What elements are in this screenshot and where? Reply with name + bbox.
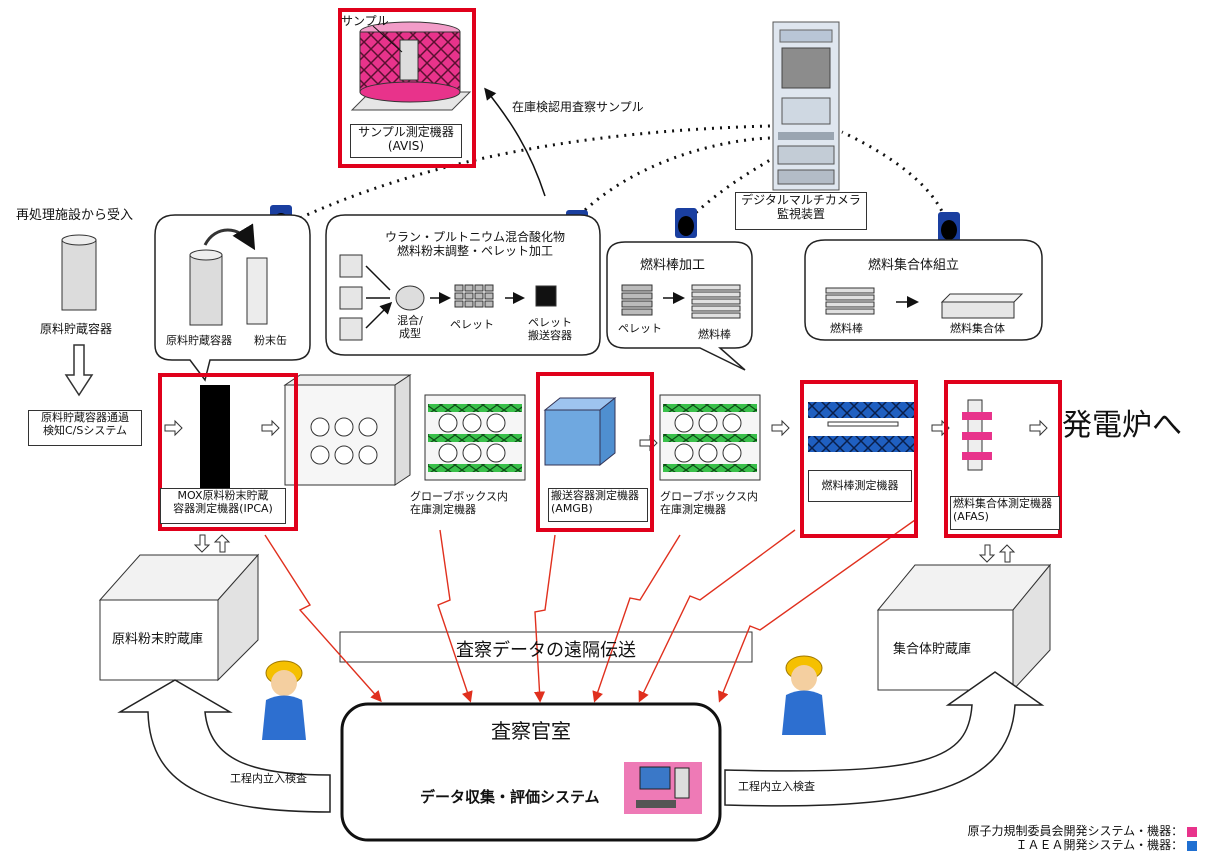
transmission-bar xyxy=(339,631,753,663)
receive-label: 再処理施設から受入 xyxy=(16,208,134,223)
amgb-label-line2: (AMGB) xyxy=(551,502,593,516)
remote-transmission-label: 査察データの遠隔伝送 xyxy=(456,640,636,661)
ipca-label-line1: MOX原料粉末貯蔵 xyxy=(177,489,269,502)
legend-nra-row: 原子力規制委員会開発システム・機器： xyxy=(968,824,1197,838)
ipca-label-box: MOX原料粉末貯蔵 容器測定機器(IPCA) xyxy=(160,488,286,524)
b2-carrier-line2: 搬送容器 xyxy=(528,329,572,343)
amgb-label-line1: 搬送容器測定機器 xyxy=(551,489,639,502)
amgb-highlight xyxy=(536,372,654,532)
ipca-label-line2: 容器測定機器(IPCA) xyxy=(173,502,273,516)
room-title: 査察官室 xyxy=(491,719,571,743)
rod-highlight xyxy=(800,380,918,538)
b2-mix-line2: 成型 xyxy=(399,327,421,341)
camera-label-line1: デジタルマルチカメラ xyxy=(741,193,861,207)
bubble3-graphics xyxy=(621,284,741,319)
amgb-label-box: 搬送容器測定機器 (AMGB) xyxy=(548,488,648,522)
b1-can-label: 粉末缶 xyxy=(254,334,287,347)
b3-title: 燃料棒加工 xyxy=(640,258,706,273)
inspection-right-label: 工程内立入検査 xyxy=(738,780,815,793)
container-label: 原料貯蔵容器 xyxy=(40,322,113,336)
transit-label-line2: 検知C/Sシステム xyxy=(42,424,128,438)
b4-title: 燃料集合体組立 xyxy=(868,258,960,273)
b2-mix-label: 混合/ 成型 xyxy=(390,314,430,340)
afas-label-box: 燃料集合体測定機器 (AFAS) xyxy=(950,496,1060,530)
sample-flow-label: 在庫検認用査察サンプル xyxy=(512,100,644,114)
b2-mix-line1: 混合/ xyxy=(397,314,423,327)
bubble4-graphics xyxy=(825,287,1024,319)
camera-label-box: デジタルマルチカメラ 監視装置 xyxy=(735,192,867,230)
afas-highlight xyxy=(944,380,1062,538)
left-column-graphics xyxy=(61,234,97,397)
powder-storage-label: 原料粉末貯蔵庫 xyxy=(112,632,204,647)
computer-icon xyxy=(624,762,702,814)
b1-container-label: 原料貯蔵容器 xyxy=(166,334,232,347)
reactor-label: 発電炉へ xyxy=(1062,408,1182,443)
b2-carrier-line1: ペレット xyxy=(528,316,572,329)
assembly-storage-label: 集合体貯蔵庫 xyxy=(893,642,972,657)
sample-label: サンプル xyxy=(341,14,389,28)
storage-blocks xyxy=(98,553,1052,692)
room-system-label: データ収集・評価システム xyxy=(420,788,600,806)
inspection-loops xyxy=(117,671,1045,813)
afas-label-line2: (AFAS) xyxy=(953,510,989,524)
avis-label-line1: サンプル測定機器 xyxy=(358,125,454,139)
legend-iaea-row: ＩＡＥＡ開発システム・機器： xyxy=(968,838,1197,852)
avis-highlight xyxy=(338,8,476,168)
transit-label-line1: 原料貯蔵容器通過 xyxy=(41,411,129,424)
avis-label-line2: (AVIS) xyxy=(387,139,425,154)
b2-title-line1: ウラン・プルトニウム混合酸化物 xyxy=(384,230,565,244)
b2-pellet-label: ペレット xyxy=(450,318,494,331)
gb2-label: グローブボックス内 在庫測定機器 xyxy=(660,490,758,516)
gb1-label-line1: グローブボックス内 xyxy=(410,490,509,503)
legend-iaea-label: ＩＡＥＡ開発システム・機器： xyxy=(1015,838,1184,853)
b2-title: ウラン・プルトニウム混合酸化物 燃料粉末調整・ペレット加工 xyxy=(380,230,570,259)
signal-lines xyxy=(264,519,916,703)
gb2-label-line2: 在庫測定機器 xyxy=(660,503,726,517)
legend: 原子力規制委員会開発システム・機器： ＩＡＥＡ開発システム・機器： xyxy=(968,824,1197,853)
b2-carrier-label: ペレット 搬送容器 xyxy=(520,316,580,342)
b4-rod-label: 燃料棒 xyxy=(830,322,863,335)
glovebox-ports xyxy=(310,413,742,465)
process-stations xyxy=(200,374,992,505)
gb2-label-line1: グローブボックス内 xyxy=(660,490,759,503)
legend-iaea-swatch xyxy=(1187,840,1197,851)
b3-rod-label: 燃料棒 xyxy=(698,328,731,341)
bubble1-graphics xyxy=(189,223,268,326)
camera-rack xyxy=(772,21,840,191)
bubble2-graphics xyxy=(339,254,557,341)
gb1-label: グローブボックス内 在庫測定機器 xyxy=(410,490,508,516)
rod-label: 燃料棒測定機器 xyxy=(821,479,899,492)
legend-nra-label: 原子力規制委員会開発システム・機器： xyxy=(967,824,1184,838)
bubble-arrows xyxy=(430,292,919,308)
inspector-figures xyxy=(262,655,826,740)
rod-label-box: 燃料棒測定機器 xyxy=(808,470,912,502)
afas-label-line1: 燃料集合体測定機器 xyxy=(953,497,1052,510)
ipca-highlight xyxy=(158,373,298,531)
process-bubbles xyxy=(154,214,1043,382)
legend-nra-swatch xyxy=(1187,826,1197,837)
avis-label-box: サンプル測定機器 (AVIS) xyxy=(350,124,462,158)
avis-device xyxy=(350,21,472,111)
camera-label-line2: 監視装置 xyxy=(776,207,825,222)
b4-assembly-label: 燃料集合体 xyxy=(950,322,1005,335)
b2-title-line2: 燃料粉末調整・ペレット加工 xyxy=(396,244,553,259)
gb1-label-line2: 在庫測定機器 xyxy=(410,503,476,517)
b3-pellet-label: ペレット xyxy=(618,322,662,335)
inspection-left-label: 工程内立入検査 xyxy=(230,772,307,785)
transit-label-box: 原料貯蔵容器通過 検知C/Sシステム xyxy=(28,410,142,446)
